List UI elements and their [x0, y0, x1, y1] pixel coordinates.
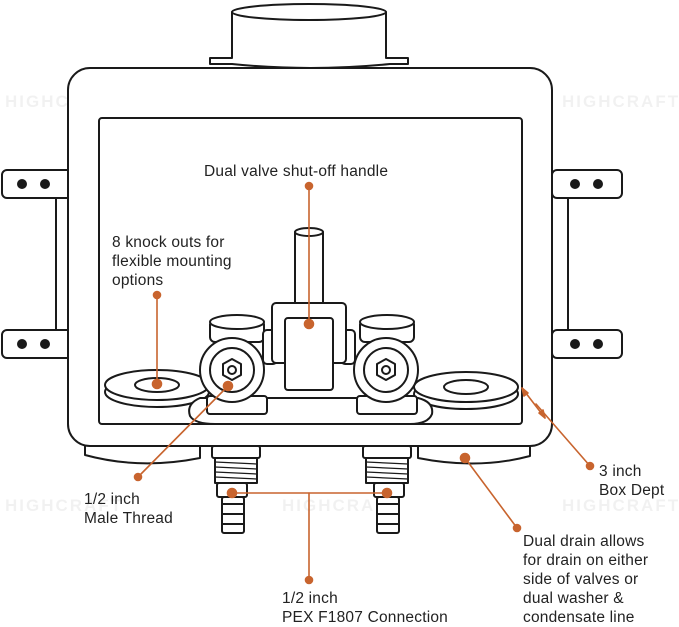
- male-thread-label: 1/2 inch Male Thread: [84, 491, 173, 527]
- depth-arrow: [521, 387, 529, 397]
- box-depth-label: 3 inch Box Dept: [599, 463, 665, 499]
- top-drain-port: [209, 3, 409, 69]
- drain-callout-line: [464, 457, 518, 529]
- left-valve: [199, 314, 268, 415]
- right-knockout: [413, 371, 519, 410]
- knockouts-label: 8 knock outs for flexible mounting optio…: [112, 234, 232, 289]
- callout-dot: [151, 378, 163, 390]
- callout-dot: [585, 461, 595, 471]
- watermark: HIGHCRAFT: [562, 92, 679, 111]
- shut-off-handle: [262, 227, 356, 391]
- left-drain-bulge: [84, 444, 201, 465]
- left-pipe: [211, 445, 261, 534]
- callout-dot: [133, 472, 143, 482]
- callout-dot: [152, 290, 162, 300]
- callout-dot: [512, 523, 522, 533]
- right-valve: [353, 314, 419, 415]
- right-mounting-brackets: [551, 169, 623, 359]
- right-drain-bulge: [417, 444, 531, 465]
- callout-dot: [303, 318, 315, 330]
- handle-label: Dual valve shut-off handle: [204, 163, 389, 180]
- male-thread-callout-line: [137, 385, 229, 478]
- watermark: HIGHCRAFT: [282, 496, 401, 515]
- callout-dot: [381, 487, 393, 499]
- left-mounting-brackets: [1, 169, 73, 359]
- right-pipe: [362, 445, 412, 534]
- pex-connection-label: 1/2 inch PEX F1807 Connection: [282, 590, 448, 626]
- callout-dot: [304, 575, 314, 585]
- dual-drain-label: Dual drain allows for drain on either si…: [523, 533, 649, 626]
- callout-dot: [304, 181, 314, 191]
- callout-dot: [459, 452, 471, 464]
- callout-dot: [222, 380, 234, 392]
- watermark: HIGHCRAFT: [562, 496, 679, 515]
- callout-dot: [226, 487, 238, 499]
- depth-callout-line: [535, 403, 591, 467]
- watermark: HIGHCRAFT: [5, 496, 124, 515]
- callout-lines: [133, 181, 595, 585]
